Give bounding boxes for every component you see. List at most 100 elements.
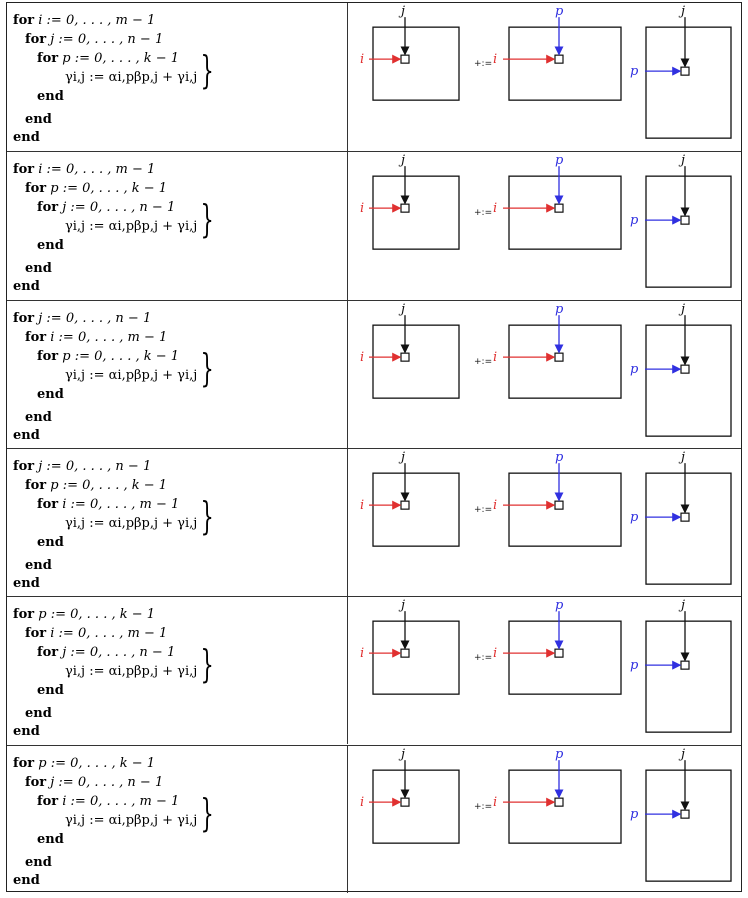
for-keyword: for: [13, 310, 35, 326]
label-p: p: [630, 658, 639, 673]
end-keyword: end: [25, 261, 52, 277]
matrix-a: [508, 768, 622, 844]
loop-range: 0, . . . , n − 1: [89, 645, 176, 661]
end-keyword: end: [25, 557, 52, 573]
label-p: p: [555, 4, 564, 19]
label-p: p: [555, 153, 564, 168]
loop-variable: p :=: [46, 181, 83, 197]
matrix-a: [508, 175, 622, 251]
for-loop-header: for p := 0, . . . , k − 1: [13, 756, 155, 771]
element-square: [680, 660, 690, 670]
for-keyword: for: [13, 755, 35, 771]
label-p: p: [555, 450, 564, 465]
label-p: p: [555, 302, 564, 317]
element-square: [400, 648, 410, 658]
label-j: j: [678, 302, 685, 317]
label-p: p: [630, 64, 639, 79]
end-keyword: end: [37, 831, 64, 847]
matrix-b: [645, 472, 732, 585]
for-loop-header: for j := 0, . . . , n − 1: [37, 645, 175, 660]
matrix-b: [645, 26, 732, 139]
loop-range: 0, . . . , k − 1: [82, 477, 168, 493]
inner-loop-brace: }: [200, 345, 214, 390]
loop-variable: i :=: [58, 793, 90, 809]
end-keyword: end: [13, 427, 40, 443]
matrix-c: [372, 768, 460, 844]
label-j: j: [678, 153, 685, 168]
end-keyword: end: [13, 872, 40, 888]
loop-range: 0, . . . , n − 1: [65, 458, 152, 474]
loop-variable: j :=: [34, 458, 66, 474]
label-j: j: [678, 4, 685, 19]
end-keyword: end: [13, 279, 40, 295]
for-keyword: for: [13, 13, 35, 28]
for-keyword: for: [37, 793, 59, 809]
loop-range: 0, . . . , m − 1: [77, 329, 168, 345]
for-keyword: for: [37, 200, 59, 216]
update-statement: γi,j := αi,pβp,j + γi,j: [65, 219, 198, 235]
loop-variable: i :=: [46, 626, 78, 642]
label-i: i: [493, 795, 497, 810]
loop-order-row: for j := 0, . . . , n − 1 for p := 0, . .…: [7, 447, 741, 597]
plus-assign-operator: +:=: [474, 653, 492, 663]
label-i: i: [360, 498, 364, 513]
for-keyword: for: [25, 774, 47, 790]
update-statement: γi,j := αi,pβp,j + γi,j: [65, 70, 198, 85]
loop-variable: p :=: [58, 348, 95, 364]
loop-range: 0, . . . , k − 1: [70, 607, 156, 623]
loop-range: 0, . . . , m − 1: [65, 162, 156, 178]
for-keyword: for: [37, 645, 59, 661]
label-j: j: [398, 4, 405, 19]
for-keyword: for: [25, 477, 47, 493]
for-keyword: for: [13, 162, 35, 178]
for-keyword: for: [37, 496, 59, 512]
label-p: p: [630, 807, 639, 822]
for-keyword: for: [37, 51, 59, 66]
pseudocode-cell: for j := 0, . . . , n − 1 for p := 0, . .…: [7, 448, 348, 597]
loop-variable: j :=: [58, 645, 90, 661]
matrix-b: [645, 324, 732, 437]
element-square: [554, 54, 564, 64]
matrix-b: [645, 768, 732, 882]
label-i: i: [493, 201, 497, 216]
element-square: [680, 512, 690, 522]
element-square: [680, 364, 690, 374]
label-j: j: [398, 302, 405, 317]
loop-variable: i :=: [34, 13, 66, 28]
end-keyword: end: [13, 130, 40, 145]
label-i: i: [493, 52, 497, 67]
matrix-a: [508, 26, 622, 101]
end-keyword: end: [13, 575, 40, 591]
for-loop-header: for p := 0, . . . , k − 1: [25, 478, 167, 493]
label-j: j: [398, 598, 405, 613]
inner-loop-brace: }: [200, 642, 214, 687]
inner-loop-brace: }: [200, 790, 214, 835]
for-keyword: for: [25, 329, 47, 345]
matrix-b: [645, 620, 732, 733]
matrix-c: [372, 620, 460, 695]
for-keyword: for: [13, 607, 35, 623]
label-i: i: [360, 646, 364, 661]
end-keyword: end: [37, 386, 64, 402]
loop-variable: i :=: [46, 329, 78, 345]
end-keyword: end: [13, 724, 40, 740]
inner-loop-brace: }: [200, 197, 214, 242]
element-square: [400, 352, 410, 362]
loop-variable: p :=: [34, 607, 71, 623]
for-loop-header: for p := 0, . . . , k − 1: [37, 349, 179, 364]
loop-range: 0, . . . , n − 1: [89, 200, 176, 216]
plus-assign-operator: +:=: [474, 357, 492, 367]
element-square: [680, 215, 690, 226]
for-keyword: for: [25, 32, 47, 47]
for-loop-header: for j := 0, . . . , n − 1: [37, 200, 175, 215]
loop-range: 0, . . . , k − 1: [70, 755, 156, 771]
for-keyword: for: [25, 181, 47, 197]
